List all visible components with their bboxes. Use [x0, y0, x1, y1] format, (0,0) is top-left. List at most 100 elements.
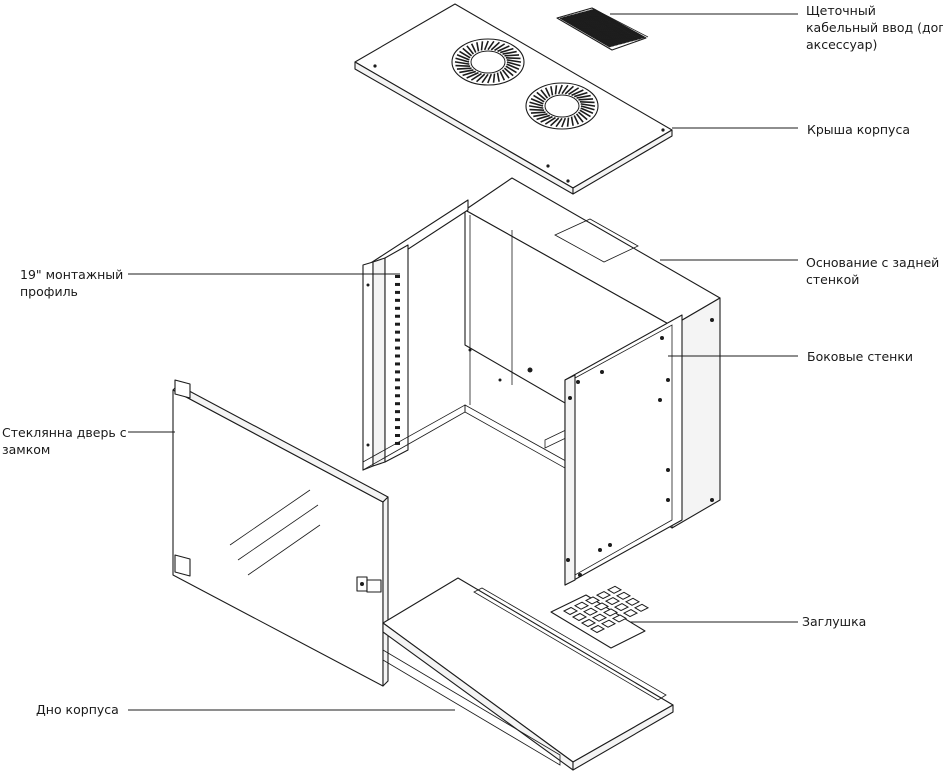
- roof-hole: [373, 64, 377, 68]
- fan-slot: [577, 111, 588, 121]
- fan-slot: [456, 53, 470, 61]
- blank-plate-opening: [573, 601, 590, 610]
- brush-bristle: [584, 10, 635, 42]
- label-roof-text: Крыша корпуса: [807, 122, 910, 137]
- fan-slot: [503, 67, 514, 77]
- side-wall-hole: [658, 398, 662, 402]
- brush-bristle: [592, 8, 643, 39]
- blank-plate: [550, 585, 650, 649]
- fan-slot: [573, 91, 588, 98]
- brush-bristle: [580, 12, 631, 43]
- fan-slot: [501, 69, 510, 79]
- side-wall-hole: [576, 380, 580, 384]
- fan-slot: [499, 71, 506, 81]
- side-wall-hole: [710, 318, 714, 322]
- fan-slot: [566, 117, 570, 127]
- brush-bristle: [585, 10, 637, 41]
- label-brush-cable-entry-line2: кабельный ввод (доп.: [806, 20, 943, 35]
- fan-slot: [487, 40, 495, 51]
- label-base-line2: стенкой: [806, 272, 860, 287]
- blank-plate-opening: [571, 612, 588, 622]
- label-base-with-back-wall: Основание с задней стенкой: [806, 254, 939, 288]
- blank-plate-grid: [562, 585, 650, 634]
- fan-slot: [533, 94, 545, 103]
- label-brush-cable-entry-line3: аксессуар): [806, 37, 878, 52]
- profile-hole: [395, 362, 400, 366]
- label-blank-plate: Заглушка: [802, 613, 866, 630]
- label-side-walls: Боковые стенки: [807, 348, 913, 365]
- fan-slot: [490, 41, 501, 51]
- fan-slot: [470, 43, 477, 53]
- profile-hole: [395, 418, 400, 422]
- fan-slot: [530, 111, 546, 114]
- brush-bristle: [567, 15, 619, 46]
- door-side-edge: [382, 496, 389, 687]
- brush-bristle: [569, 14, 620, 46]
- fan-slot: [506, 61, 521, 67]
- brush-cable-entry: [556, 7, 649, 51]
- fan-slot: [536, 114, 551, 121]
- blank-plate-opening: [611, 614, 628, 623]
- label-mount-profile-line1: 19" монтажный: [20, 267, 124, 282]
- fan-slot: [499, 47, 514, 54]
- base-mount-hole: [468, 348, 472, 352]
- blank-plate-opening: [613, 603, 630, 612]
- profile-hole-row: [366, 275, 400, 447]
- fan-slot: [579, 100, 595, 104]
- profile-hole: [395, 322, 400, 326]
- roof-side-edge: [572, 129, 673, 195]
- blank-plate-frame: [550, 594, 646, 649]
- blank-plate-opening: [582, 607, 599, 616]
- fan-slot: [502, 50, 517, 55]
- fan-slot: [497, 45, 510, 53]
- profile-hole: [395, 290, 400, 294]
- fan-slot: [462, 70, 477, 77]
- fan-slot: [505, 56, 521, 60]
- profile-hole: [395, 394, 400, 398]
- side-wall: [564, 314, 714, 586]
- bottom-front-rail: [382, 649, 561, 766]
- fan-slot: [454, 61, 470, 65]
- profile-front-flange: [362, 261, 374, 471]
- brush-bristle: [577, 12, 629, 43]
- fan-slot: [480, 41, 484, 51]
- door-reflection: [247, 524, 321, 576]
- fan-slot: [475, 73, 486, 83]
- fan-grille-icon: [525, 82, 599, 130]
- fan-slot: [455, 57, 470, 63]
- bottom-side-edge: [572, 704, 674, 771]
- brush-bristle: [566, 15, 618, 46]
- fan-slot: [470, 72, 482, 81]
- label-side-walls-text: Боковые стенки: [807, 349, 914, 364]
- side-wall-hole: [600, 370, 604, 374]
- base-mount-hole: [498, 378, 502, 382]
- fan-slot: [530, 97, 544, 105]
- fan-slot: [540, 115, 553, 123]
- fan-slot: [554, 85, 558, 95]
- bottom: [382, 577, 674, 771]
- fan-slot: [555, 117, 563, 128]
- fan-slot: [506, 63, 520, 71]
- profile-hole: [395, 330, 400, 334]
- fan-slot: [528, 105, 544, 109]
- fan-slot: [466, 45, 475, 55]
- label-glass-door-line1: Стеклянна дверь с: [2, 425, 127, 440]
- base-cable-cutout: [554, 218, 639, 263]
- brush-bristle: [574, 13, 626, 44]
- blank-plate-opening: [580, 618, 597, 628]
- profile-screw: [366, 443, 370, 447]
- blank-plate-opening: [633, 603, 650, 612]
- fan-slot: [494, 43, 506, 52]
- bottom-rear-rail: [473, 587, 667, 701]
- label-base-line1: Основание с задней: [806, 255, 940, 270]
- fan-slot: [505, 65, 517, 74]
- side-wall-hole: [608, 543, 612, 547]
- profile-screw: [366, 283, 370, 287]
- side-wall-edge: [564, 374, 576, 586]
- brush-bristle: [589, 9, 641, 40]
- fan-slot: [561, 117, 567, 128]
- profile-hole: [395, 410, 400, 414]
- label-brush-cable-entry-line1: Щеточный: [806, 3, 876, 18]
- fan-slot: [571, 89, 584, 97]
- fan-slot: [580, 103, 596, 107]
